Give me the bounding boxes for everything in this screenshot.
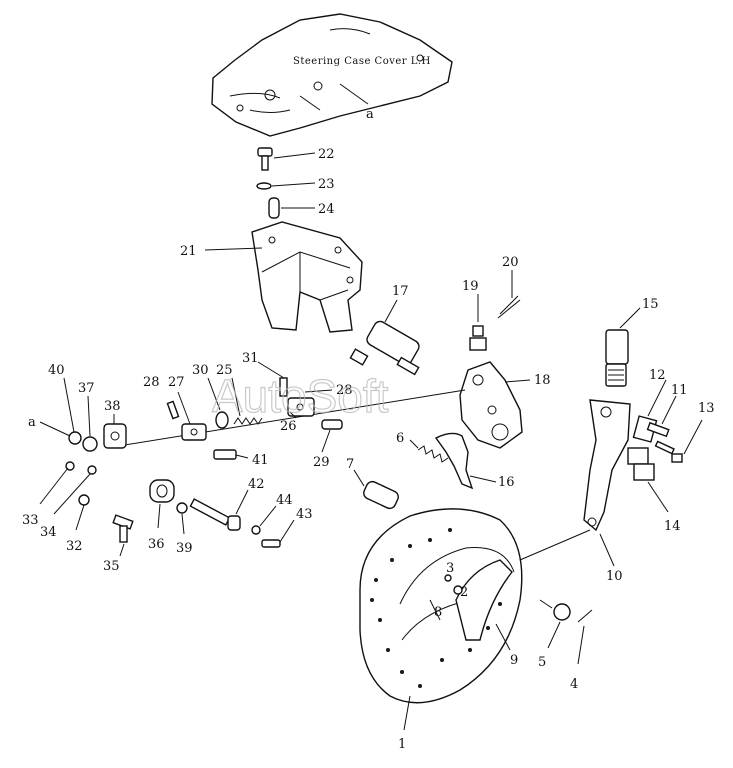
callout-24: 24 <box>318 202 335 217</box>
callout-7: 7 <box>346 457 354 472</box>
callout-14: 14 <box>664 519 681 534</box>
callout-11: 11 <box>671 383 688 398</box>
valve-15 <box>605 329 629 387</box>
callout-44: 44 <box>276 493 293 508</box>
callout-27: 27 <box>168 375 185 390</box>
callout-16: 16 <box>498 475 515 490</box>
bolt-35 <box>112 514 134 543</box>
cotter-pin-9 <box>577 609 593 623</box>
callout-36: 36 <box>148 537 165 552</box>
callout-26: 26 <box>280 419 297 434</box>
callout-23: 23 <box>318 177 335 192</box>
callout-31: 31 <box>242 351 259 366</box>
fitting-19 <box>469 325 487 351</box>
callout-20: 20 <box>502 255 519 270</box>
callout-37: 37 <box>78 381 95 396</box>
callout-a-top: a <box>366 107 374 122</box>
ring-30 <box>215 411 229 429</box>
callout-39: 39 <box>176 541 193 556</box>
callout-17: 17 <box>392 284 409 299</box>
callout-40: 40 <box>48 363 65 378</box>
spring-6 <box>417 445 449 463</box>
pin-5 <box>444 574 452 582</box>
callout-41: 41 <box>252 453 269 468</box>
callout-32: 32 <box>66 539 83 554</box>
pin-34 <box>87 465 97 475</box>
callout-10: 10 <box>606 569 623 584</box>
callout-4: 2 <box>460 585 468 600</box>
callout-15: 15 <box>642 297 659 312</box>
callout-1: 1 <box>398 737 406 752</box>
pin-4 <box>453 585 463 595</box>
washer-23 <box>256 182 272 190</box>
cylinder-17 <box>349 320 420 376</box>
callout-13: 13 <box>698 401 715 416</box>
callout-28-right: 28 <box>336 383 353 398</box>
callout-5: 3 <box>446 561 454 576</box>
callout-29: 29 <box>313 455 330 470</box>
callout-9: 4 <box>570 677 578 692</box>
callout-38: 38 <box>104 399 121 414</box>
pin-28 <box>166 400 180 420</box>
washer-44 <box>251 525 261 535</box>
callout-42: 42 <box>248 477 265 492</box>
washer-40 <box>68 431 82 445</box>
shaft-42 <box>189 498 241 531</box>
callout-a-left: a <box>28 415 36 430</box>
spring-25 <box>233 417 263 425</box>
bushing-36 <box>149 479 175 503</box>
watermark: AutoSoft <box>212 370 389 422</box>
callout-6: 6 <box>396 431 404 446</box>
pin-29 <box>321 419 343 430</box>
callout-22: 22 <box>318 147 335 162</box>
bolt-22 <box>257 147 273 171</box>
pin-11 <box>646 421 670 438</box>
callout-43: 43 <box>296 507 313 522</box>
callout-19: 19 <box>462 279 479 294</box>
callout-8: 5 <box>538 655 546 670</box>
nut-37 <box>82 436 98 452</box>
washer-32 <box>78 494 90 506</box>
callout-3: 8 <box>434 605 442 620</box>
steering-case-cover <box>211 13 453 137</box>
callout-12: 12 <box>649 368 666 383</box>
yoke-27 <box>181 423 207 441</box>
bolt-43 <box>261 539 281 548</box>
callout-34: 34 <box>40 525 57 540</box>
callout-33: 33 <box>22 513 39 528</box>
spring-20 <box>497 295 521 319</box>
yoke-26 <box>287 397 315 417</box>
brake-shoe-2 <box>455 559 513 641</box>
lever-assembly-18 <box>459 361 523 449</box>
callout-28-left: 28 <box>143 375 160 390</box>
brake-arm-10 <box>583 399 631 532</box>
bolt-13 <box>654 440 683 463</box>
bracket-21 <box>251 221 363 333</box>
joint-38 <box>103 423 127 449</box>
lever-16 <box>434 432 474 490</box>
callout-18: 18 <box>534 373 551 388</box>
callout-25: 25 <box>216 363 233 378</box>
callout-35: 35 <box>103 559 120 574</box>
callout-21: 21 <box>180 244 197 259</box>
washer-8 <box>553 603 571 621</box>
cover-caption: Steering Case Cover L.H <box>293 56 431 67</box>
brake-drum-1 <box>359 508 523 704</box>
callout-2: 9 <box>510 653 518 668</box>
pin-7 <box>363 480 399 510</box>
callout-30: 30 <box>192 363 209 378</box>
spacer-24 <box>268 197 280 219</box>
clamp-14 <box>627 447 655 481</box>
bolt-41 <box>213 449 237 460</box>
ring-39 <box>176 502 188 514</box>
